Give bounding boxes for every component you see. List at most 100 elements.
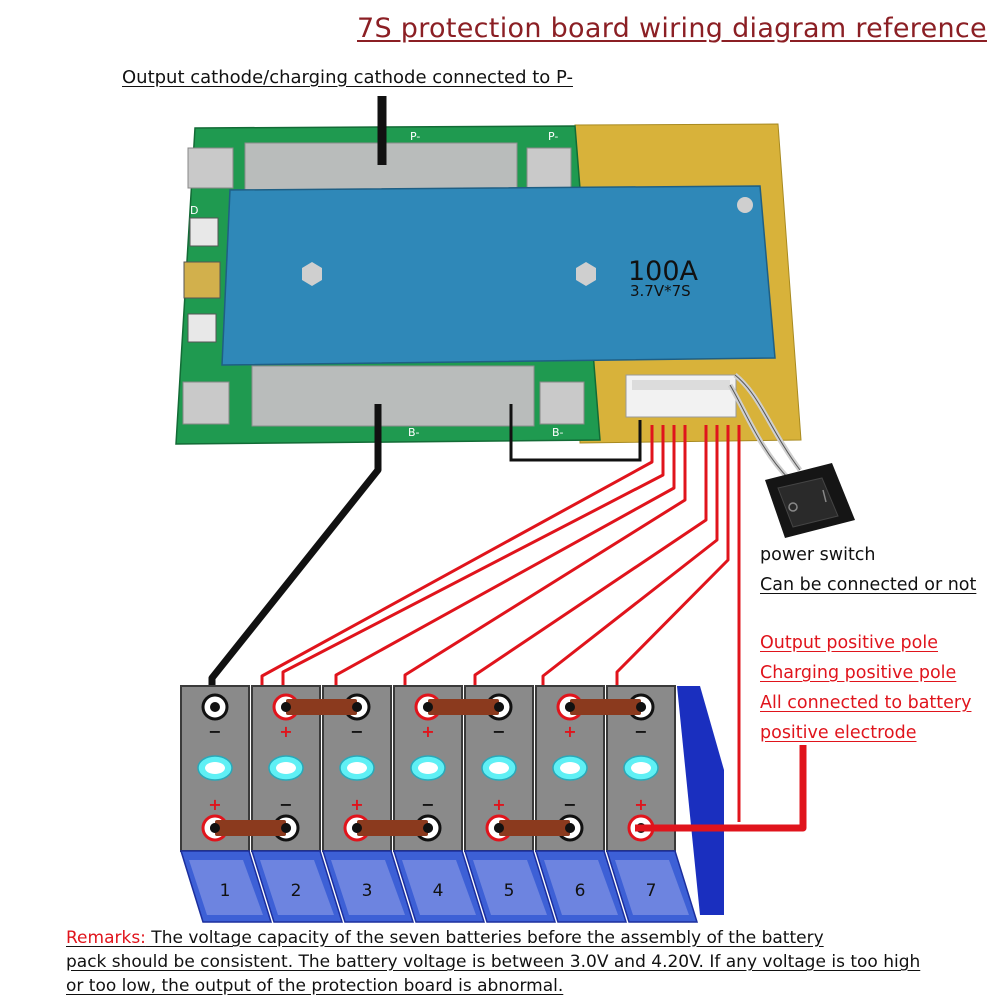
busbar-bolt	[565, 823, 575, 833]
insulation-pad	[221, 185, 776, 366]
cell-number: 6	[575, 881, 586, 901]
cell-number: 7	[646, 881, 657, 901]
cell-number: 5	[504, 881, 515, 901]
sign-bottom: +	[634, 795, 647, 814]
busbar-top-6-7	[570, 699, 641, 715]
remarks-label: Remarks:	[66, 928, 146, 948]
b-minus-solder-strip	[251, 365, 535, 427]
busbar-bolt	[352, 823, 362, 833]
pack-side-face	[677, 686, 724, 915]
protection-board: 100A 3.7V*7S P- P- B- B- D	[175, 123, 802, 445]
sign-bottom: −	[421, 795, 434, 814]
cell-vent-shine	[276, 762, 296, 774]
pad-label-b-left: B-	[408, 426, 420, 439]
power-switch-note-line2: Can be connected or not	[760, 575, 977, 595]
sign-top: −	[492, 722, 505, 741]
busbar-bolt	[423, 702, 433, 712]
positive-pole-note: Output positive pole Charging positive p…	[760, 628, 971, 748]
b-minus-wire	[208, 404, 382, 705]
side-pad	[187, 313, 217, 343]
balance-connector-latch	[632, 380, 730, 390]
cell-number: 4	[433, 881, 444, 901]
busbar-bottom-5-6	[499, 820, 570, 836]
busbar-bottom-3-4	[357, 820, 428, 836]
busbar-top-2-3	[286, 699, 357, 715]
positive-pole-note-line4: positive electrode	[760, 723, 917, 743]
cell-label-panel	[189, 860, 263, 915]
remarks-line1: The voltage capacity of the seven batter…	[145, 928, 824, 948]
remarks-line3: or too low, the output of the protection…	[66, 976, 564, 996]
cell-vent-shine	[205, 762, 225, 774]
busbar-bolt	[423, 823, 433, 833]
sign-top: +	[279, 722, 292, 741]
cell-label-panel	[402, 860, 476, 915]
busbar-top-4-5	[428, 699, 499, 715]
pad-label-p-left: P-	[410, 130, 420, 143]
busbar-bottom-1-2	[215, 820, 286, 836]
sense-wire-2	[281, 425, 665, 706]
bottom-left-pad	[182, 381, 230, 425]
sense-wire-5	[473, 425, 708, 706]
b-minus-to-connector-wire	[509, 404, 642, 462]
sign-bottom: +	[492, 795, 505, 814]
cell-label-panel	[615, 860, 689, 915]
cell-label-panel	[473, 860, 547, 915]
power-switch-note: power switch Can be connected or not	[760, 540, 976, 600]
cell-vent-shine	[489, 762, 509, 774]
board-spec: 3.7V*7S	[630, 282, 691, 300]
top-left-pad	[187, 147, 234, 189]
power-switch	[727, 373, 855, 538]
cell-vent-shine	[631, 762, 651, 774]
cell-vent-shine	[560, 762, 580, 774]
positive-pole-note-line3: All connected to battery	[760, 693, 972, 713]
switch-on-icon	[822, 489, 827, 503]
sign-top: −	[634, 722, 647, 741]
mounting-hole	[183, 261, 221, 299]
cell-number: 2	[291, 881, 302, 901]
pad-label-b-right: B-	[552, 426, 564, 439]
positive-pole-note-line1: Output positive pole	[760, 633, 938, 653]
sign-top: −	[208, 722, 221, 741]
sign-bottom: +	[350, 795, 363, 814]
screw-top-right	[737, 197, 753, 213]
cell-number: 3	[362, 881, 373, 901]
busbar-bolt	[494, 823, 504, 833]
screw-hex-left	[302, 262, 322, 286]
switch-off-icon	[788, 502, 798, 512]
sign-top: −	[350, 722, 363, 741]
top-right-pad	[526, 147, 572, 189]
busbar-bolt	[636, 702, 646, 712]
sign-top: +	[563, 722, 576, 741]
sign-bottom: +	[208, 795, 221, 814]
board-rating: 100A	[628, 256, 699, 287]
cell-vent-shine	[418, 762, 438, 774]
positive-pole-note-line2: Charging positive pole	[760, 663, 957, 683]
busbar-bolt	[565, 702, 575, 712]
pad-label-p-right: P-	[548, 130, 558, 143]
battery-cell-5: 5 − +	[463, 685, 557, 923]
cell-number: 1	[220, 881, 231, 901]
pad-label-d: D	[190, 204, 198, 217]
screw-hex-right	[576, 262, 596, 286]
d-pad	[189, 217, 219, 247]
battery-pack: 1 − +2 + − 3 − +4 + − 5 − +6 + − 7 − +	[179, 685, 724, 923]
diagram-title: 7S protection board wiring diagram refer…	[357, 13, 987, 44]
busbar-bolt	[281, 823, 291, 833]
remarks-block: Remarks: The voltage capacity of the sev…	[66, 926, 920, 998]
cell-label-panel	[544, 860, 618, 915]
p-minus-note: Output cathode/charging cathode connecte…	[122, 67, 573, 88]
cell-label-panel	[331, 860, 405, 915]
busbar-bolt	[281, 702, 291, 712]
bottom-right-pad	[539, 381, 585, 425]
sign-bottom: −	[563, 795, 576, 814]
sign-top: +	[421, 722, 434, 741]
remarks-line2: pack should be consistent. The battery v…	[66, 952, 921, 972]
power-switch-note-line1: power switch	[760, 545, 876, 565]
pack-positive-wire	[635, 745, 807, 832]
cell-vent-shine	[347, 762, 367, 774]
sign-bottom: −	[279, 795, 292, 814]
busbar-bolt	[210, 823, 220, 833]
switch-wire-2-outline	[729, 384, 791, 481]
switch-wire-1-outline	[734, 374, 801, 471]
